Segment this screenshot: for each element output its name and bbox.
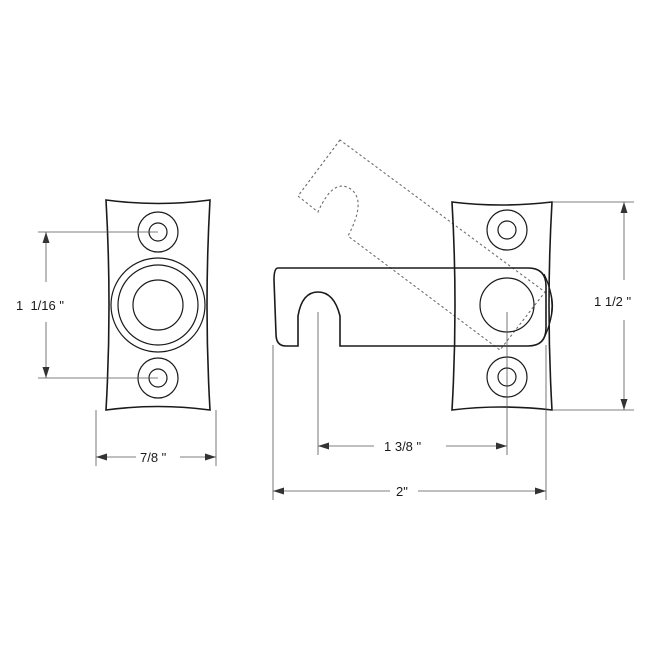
arrow-up [42, 232, 50, 243]
strike-center-ring-mid [117, 264, 199, 346]
dimension-overall-length: 2" [272, 345, 547, 500]
base-top-screw-outer [486, 209, 528, 251]
arrow-right [205, 453, 216, 461]
arrow-left [273, 487, 284, 495]
latch-bar [273, 267, 547, 347]
pivot-knob-detail [548, 287, 554, 325]
latch-base-plate [451, 201, 553, 411]
dimension-base-height: 1 1/2 " [552, 201, 634, 411]
arrow-left [318, 442, 329, 450]
strike-plate [105, 199, 211, 411]
strike-plate-outline [105, 199, 211, 411]
arrow-right [535, 487, 546, 495]
dimension-label-overall-length: 2" [396, 484, 408, 499]
dimension-label-strike-height: 1 1/16 " [16, 298, 64, 313]
dimension-label-strike-width: 7/8 " [140, 450, 167, 465]
dimension-strike-width: 7/8 " [95, 410, 217, 466]
base-plate-outline [451, 201, 553, 411]
base-top-screw-inner [497, 220, 517, 240]
dimension-hole-spacing: 1 3/8 " [317, 312, 508, 455]
strike-center-hole [132, 279, 184, 331]
latch-bar-open-position-ghost [297, 139, 546, 351]
arrow-left [96, 453, 107, 461]
arrow-up [620, 202, 628, 213]
arrow-down [42, 367, 50, 378]
dimension-strike-height: 1 1/16 " [16, 231, 158, 379]
strike-center-ring-outer [110, 257, 206, 353]
arrow-right [496, 442, 507, 450]
dimension-label-base-height: 1 1/2 " [594, 294, 632, 309]
dimension-label-hole-spacing: 1 3/8 " [384, 439, 422, 454]
arrow-down [620, 399, 628, 410]
